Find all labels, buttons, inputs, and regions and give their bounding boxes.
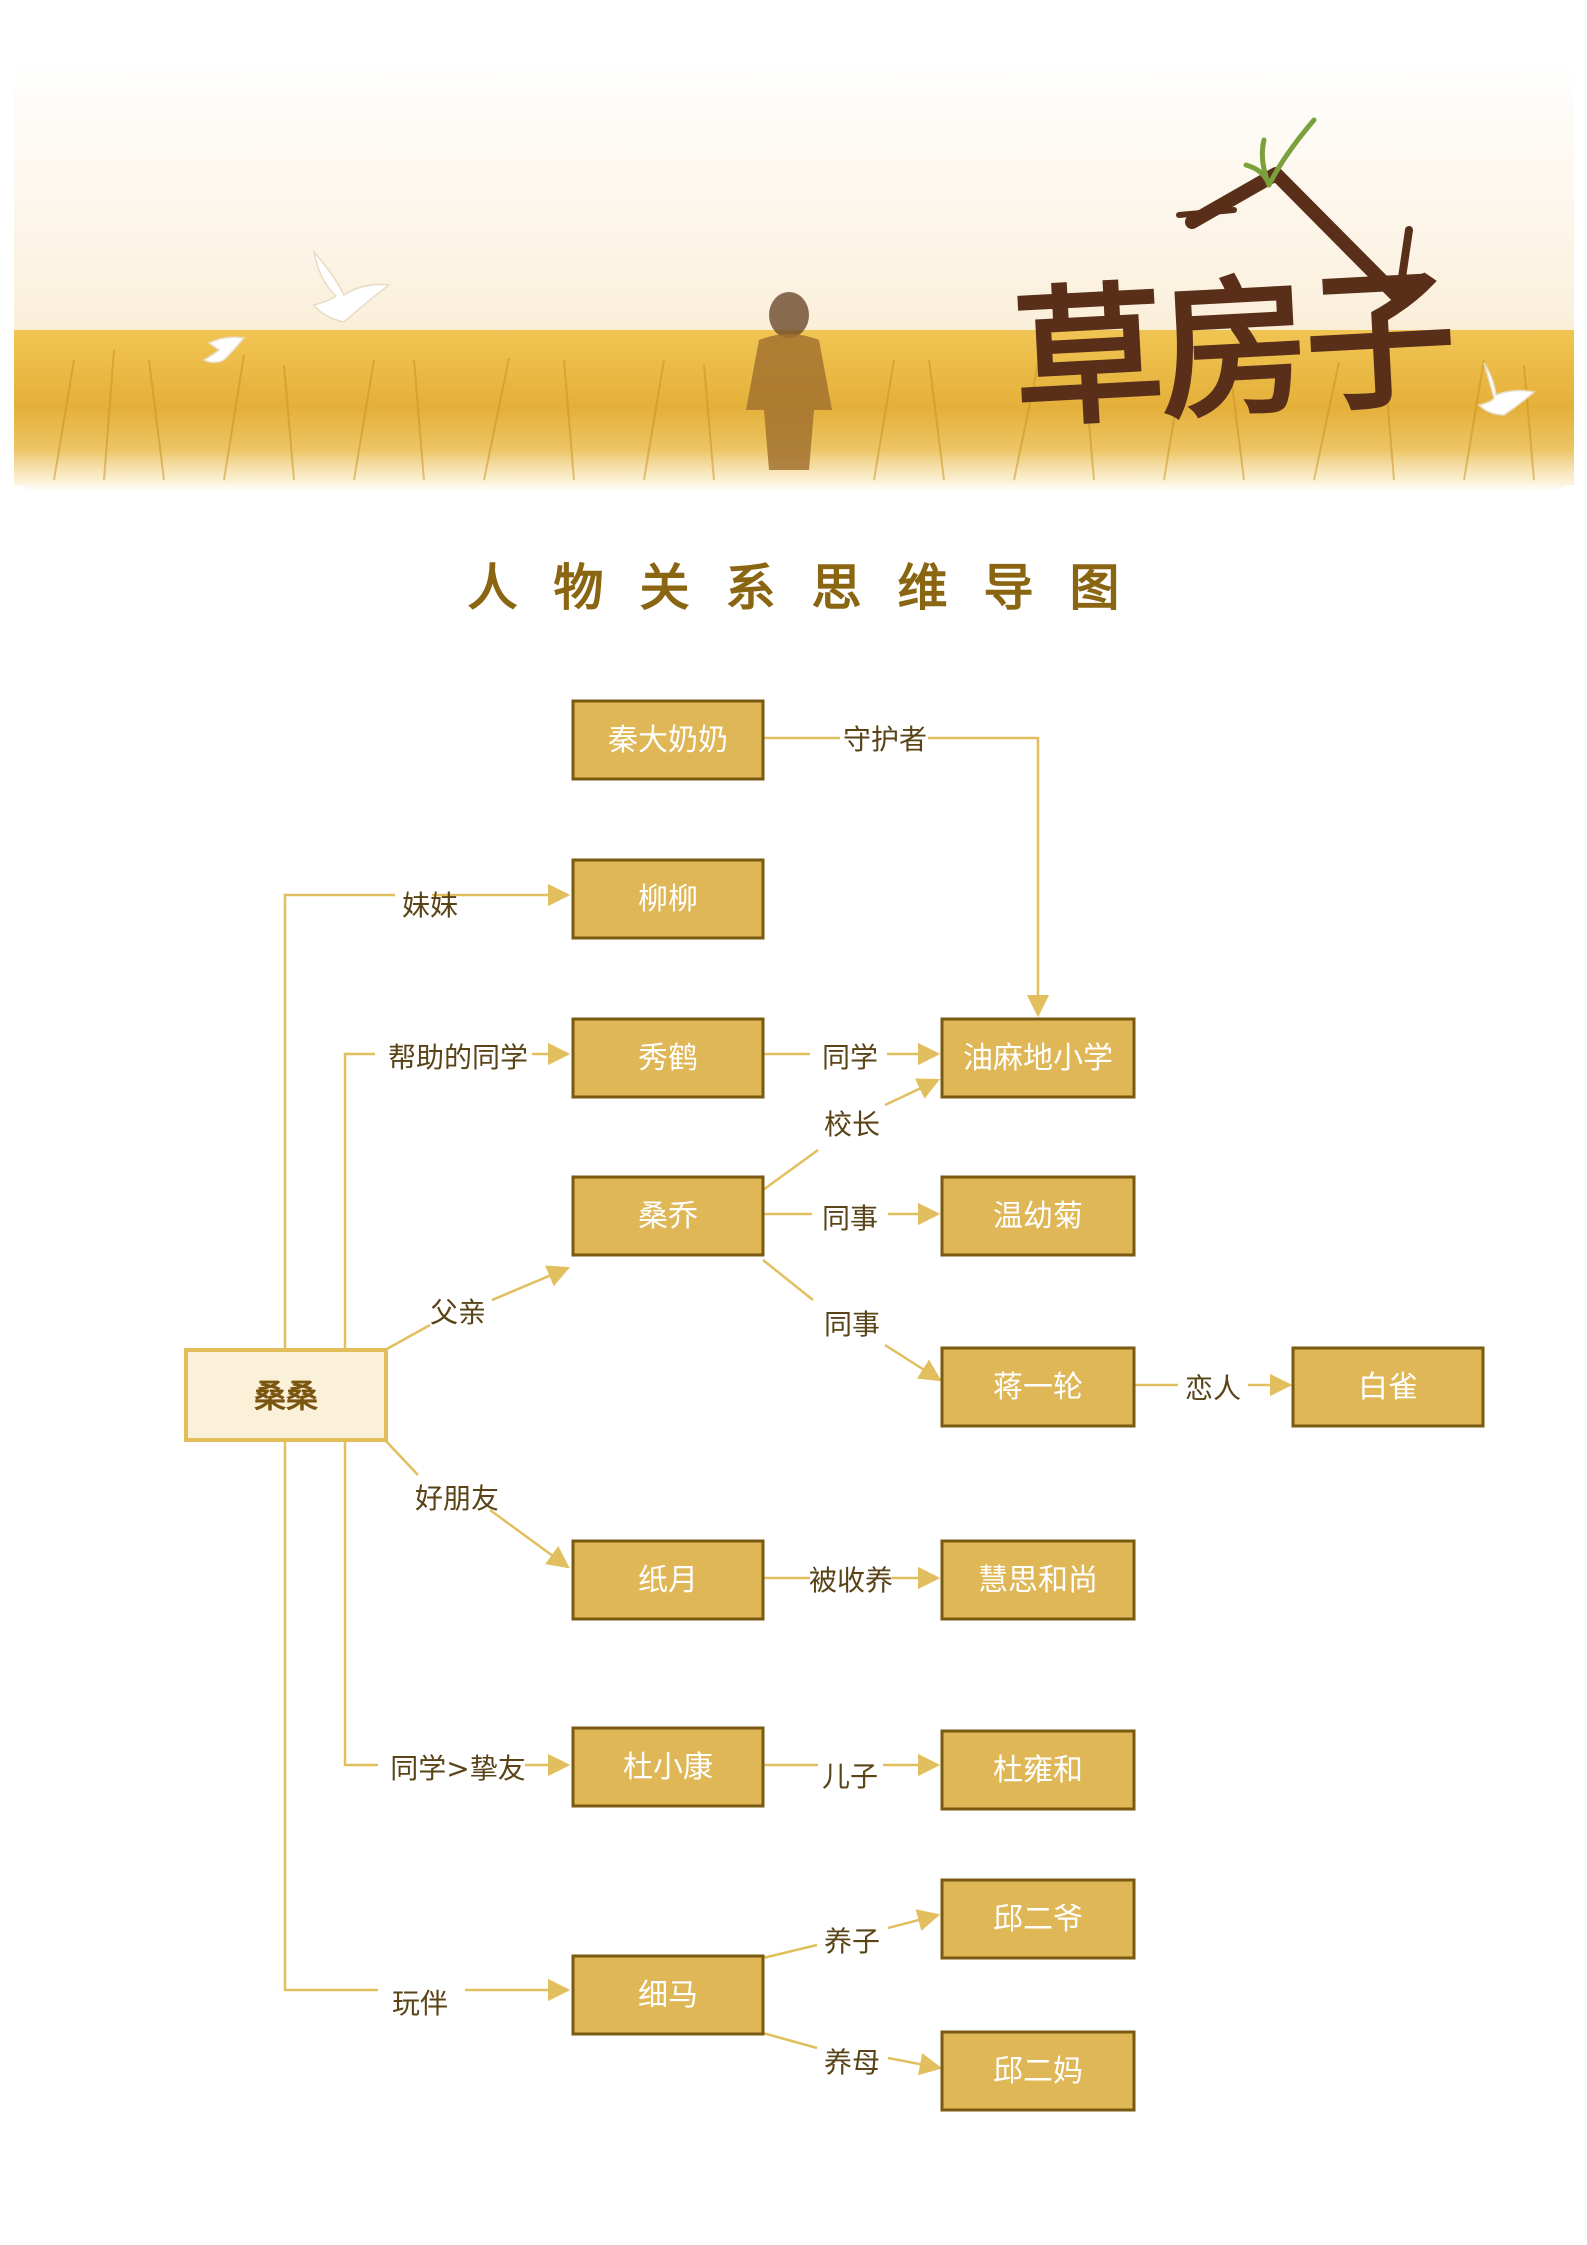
node-huisi[interactable]: 慧思和尚 bbox=[940, 1539, 1136, 1621]
node-label: 温幼菊 bbox=[993, 1199, 1083, 1234]
edge-label-fuqin: 父亲 bbox=[430, 1296, 486, 1329]
node-label: 邱二爷 bbox=[993, 1902, 1083, 1937]
node-label: 桑乔 bbox=[638, 1199, 698, 1234]
edge-label-lianren: 恋人 bbox=[1185, 1372, 1241, 1405]
node-label: 秀鹤 bbox=[638, 1041, 698, 1076]
node-baique[interactable]: 白雀 bbox=[1291, 1346, 1485, 1428]
page-subtitle: 人物关系思维导图 bbox=[467, 559, 1156, 617]
edge-label-yangmu: 养母 bbox=[824, 2046, 880, 2079]
node-qiuerye[interactable]: 邱二爷 bbox=[940, 1878, 1136, 1960]
node-label: 秦大奶奶 bbox=[608, 723, 728, 758]
wheat-strokes bbox=[53, 349, 1535, 481]
node-label: 细马 bbox=[638, 1978, 698, 2013]
node-duyonghe[interactable]: 杜雍和 bbox=[940, 1729, 1136, 1811]
connector-lines bbox=[283, 736, 1293, 2076]
edge-label-haopengyou: 好朋友 bbox=[415, 1482, 499, 1515]
node-qiuerma[interactable]: 邱二妈 bbox=[940, 2030, 1136, 2112]
node-xiuhe[interactable]: 秀鹤 bbox=[571, 1017, 765, 1099]
node-qin[interactable]: 秦大奶奶 bbox=[571, 699, 765, 781]
root-node-sangsang[interactable]: 桑桑 bbox=[184, 1348, 388, 1442]
node-jiangyilun[interactable]: 蒋一轮 bbox=[940, 1346, 1136, 1428]
node-zhiyue[interactable]: 纸月 bbox=[571, 1539, 765, 1621]
edge-label-wanban: 玩伴 bbox=[392, 1987, 448, 2020]
edge-labels: 守护者 妹妹 帮助的同学 同学 校长 同事 同事 父亲 恋人 好朋友 被收养 同… bbox=[388, 723, 1241, 2079]
node-label: 纸月 bbox=[638, 1563, 698, 1598]
edge-label-tongxue: 同学 bbox=[822, 1041, 878, 1074]
edge-label-meimei: 妹妹 bbox=[402, 889, 458, 922]
node-wenyouju[interactable]: 温幼菊 bbox=[940, 1175, 1136, 1257]
edge-label-xiaozhang: 校长 bbox=[824, 1108, 880, 1141]
node-label: 杜雍和 bbox=[993, 1753, 1083, 1788]
node-label: 慧思和尚 bbox=[978, 1563, 1098, 1598]
node-label: 白雀 bbox=[1358, 1370, 1418, 1405]
bird-icon bbox=[202, 249, 1536, 416]
edge-label-bangzhu: 帮助的同学 bbox=[388, 1041, 528, 1074]
node-xima[interactable]: 细马 bbox=[571, 1954, 765, 2036]
node-label: 柳柳 bbox=[638, 882, 698, 917]
node-label: 油麻地小学 bbox=[963, 1041, 1113, 1076]
node-label: 邱二妈 bbox=[993, 2054, 1083, 2089]
book-title-logo: 草房子 bbox=[1009, 117, 1456, 450]
edge-label-tongshi-1: 同事 bbox=[822, 1202, 878, 1235]
header-banner: 草房子 bbox=[14, 60, 1574, 490]
node-duxiaokang[interactable]: 杜小康 bbox=[571, 1726, 765, 1808]
node-liuliu[interactable]: 柳柳 bbox=[571, 858, 765, 940]
edge-label-zhiyou: 同学>挚友 bbox=[390, 1752, 525, 1785]
edge-label-yangzi: 养子 bbox=[824, 1925, 880, 1958]
book-title: 草房子 bbox=[1009, 251, 1456, 450]
node-youmadi[interactable]: 油麻地小学 bbox=[940, 1017, 1136, 1099]
node-label: 杜小康 bbox=[623, 1750, 713, 1785]
boy-figure-icon bbox=[746, 292, 832, 470]
root-node-label: 桑桑 bbox=[254, 1377, 319, 1415]
edge-label-shouhuzhe: 守护者 bbox=[843, 723, 927, 756]
edge-label-erzi: 儿子 bbox=[822, 1760, 878, 1793]
edge-label-tongshi-2: 同事 bbox=[824, 1308, 880, 1341]
edge-label-beishouyang: 被收养 bbox=[809, 1564, 893, 1597]
node-sangqiao[interactable]: 桑乔 bbox=[571, 1175, 765, 1257]
node-label: 蒋一轮 bbox=[993, 1370, 1083, 1405]
